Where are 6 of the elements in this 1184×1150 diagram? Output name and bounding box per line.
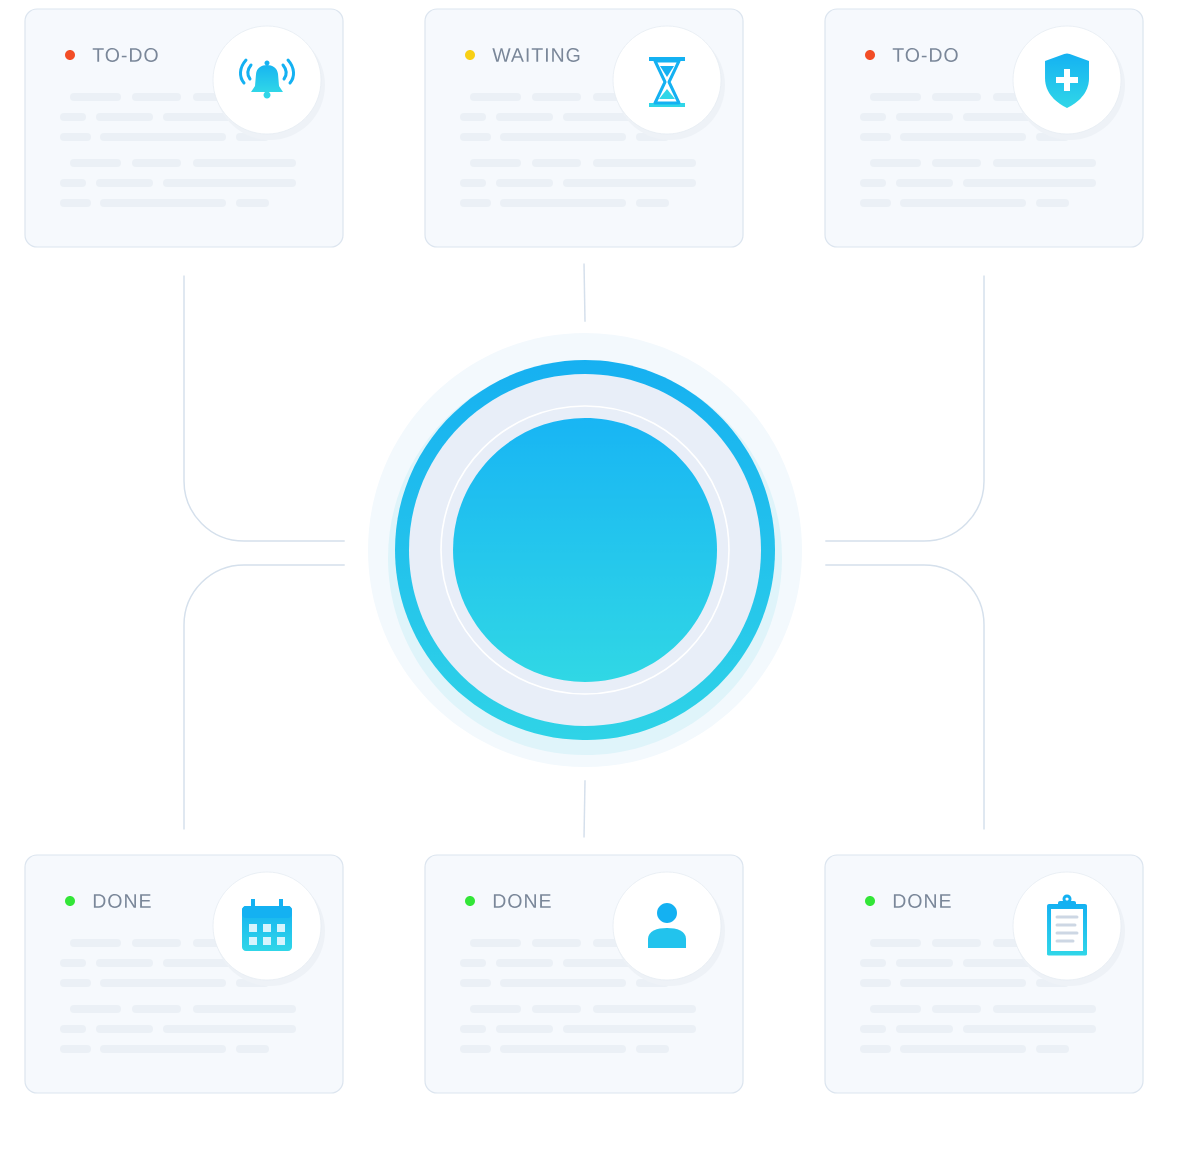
connector-line bbox=[824, 274, 985, 542]
connector-line bbox=[583, 262, 586, 323]
connector-line bbox=[183, 564, 346, 831]
connector-line bbox=[583, 779, 586, 839]
connector-line bbox=[824, 564, 985, 831]
connector-line bbox=[183, 274, 346, 542]
